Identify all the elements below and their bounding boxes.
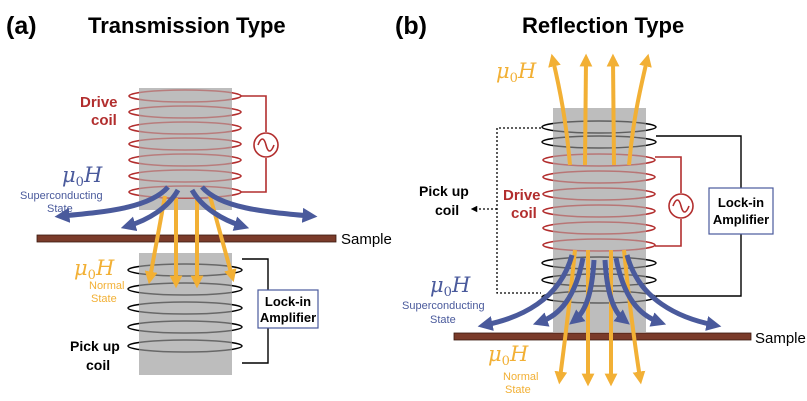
panel-a-letter: (a) <box>6 12 37 40</box>
lock-in-label-b-1: Lock-in <box>718 195 764 210</box>
ac-source-icon <box>253 132 279 158</box>
drive-coil-label-b-2: coil <box>511 205 537 222</box>
field-symbol-gold-b-top: μ0H <box>496 59 537 86</box>
superconducting-field-arrows-a <box>54 185 318 232</box>
pickup-wire-bottom-b <box>656 234 742 297</box>
pickup-wire-bottom <box>242 324 269 364</box>
drive-coil-label-2: coil <box>91 112 117 129</box>
normal-field-arrows-down-b <box>554 249 646 387</box>
superconducting-field-arrows-b <box>477 254 722 331</box>
superconducting-label-a-2: State <box>47 203 73 215</box>
pickup-wire-top-b <box>656 135 742 188</box>
drive-coil-label-b-1: Drive <box>503 187 541 204</box>
drive-wire-bottom <box>241 158 267 193</box>
pickup-coil-label-a-1: Pick up <box>70 338 120 354</box>
normal-label-b-1: Normal <box>503 371 538 383</box>
normal-label-a-2: State <box>91 293 117 305</box>
lock-in-amplifier-box-a <box>257 289 319 329</box>
sample-label-a: Sample <box>341 231 392 248</box>
sample-label-b: Sample <box>755 330 806 347</box>
lock-in-label-b-2: Amplifier <box>713 212 769 227</box>
lock-in-amplifier-box-b <box>708 187 774 235</box>
pickup-coil-label-a-2: coil <box>86 357 110 373</box>
panel-a-title: Transmission Type <box>88 13 286 38</box>
field-symbol-gold-b-bottom: μ0H <box>488 342 529 369</box>
normal-field-arrows-up-b <box>548 53 652 166</box>
superconducting-label-a-1: Superconducting <box>20 190 103 202</box>
normal-label-b-2: State <box>505 384 531 396</box>
sample-plate-a <box>36 234 337 243</box>
field-symbol-gold-a: μ0H <box>74 256 115 283</box>
lock-in-label-a-2: Amplifier <box>260 310 316 325</box>
sample-plate-b <box>453 332 752 341</box>
panel-b-letter: (b) <box>395 12 427 40</box>
panel-a: (a) Transmission Type Drive coil <box>6 12 392 375</box>
pickup-coil-bracket <box>470 127 541 294</box>
drive-coil-label-1: Drive <box>80 94 118 111</box>
panel-b-title: Reflection Type <box>522 13 684 38</box>
drive-wire-top <box>241 95 267 132</box>
pickup-coil-label-b-2: coil <box>435 202 459 218</box>
drive-wire-bottom-b <box>655 219 682 247</box>
normal-label-a-1: Normal <box>89 280 124 292</box>
pickup-coil-label-b-1: Pick up <box>419 183 469 199</box>
pickup-wire-top <box>242 258 269 294</box>
field-symbol-blue-b: μ0H <box>430 273 471 300</box>
field-symbol-blue-a: μ0H <box>62 163 103 190</box>
ac-source-icon-b <box>668 193 694 219</box>
drive-wire-top-b <box>655 156 682 193</box>
lock-in-label-a-1: Lock-in <box>265 294 311 309</box>
superconducting-label-b-1: Superconducting <box>402 300 485 312</box>
panel-b: (b) Reflection Type <box>395 12 806 396</box>
superconducting-label-b-2: State <box>430 314 456 326</box>
